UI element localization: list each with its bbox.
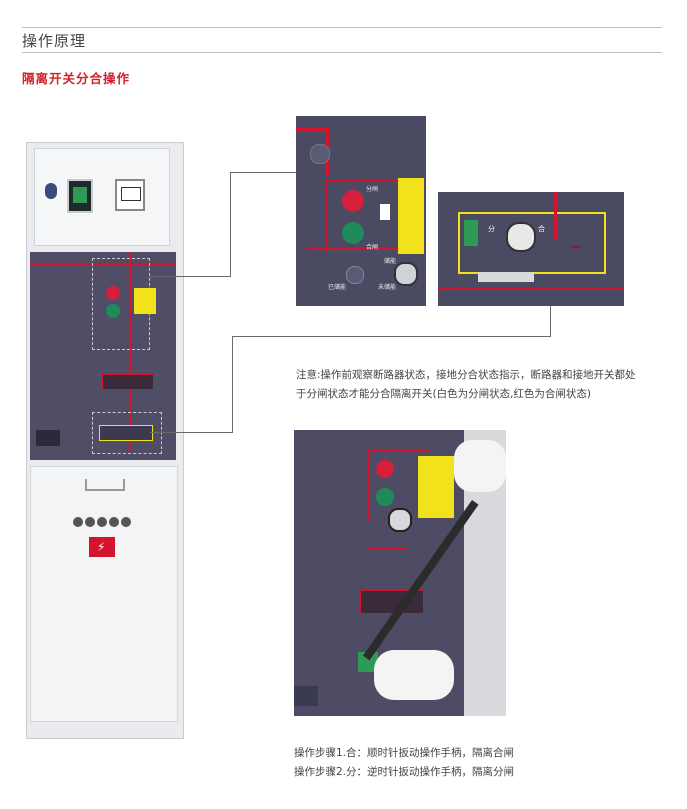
close-button-photo-icon (376, 488, 394, 506)
stored-label: 已储能 (328, 284, 347, 291)
section-title: 隔离开关分合操作 (22, 71, 131, 86)
connector-line-upper-vertical (230, 172, 231, 277)
cabinet-control-panel (30, 252, 176, 460)
connector-line-lower (150, 432, 232, 433)
interlock-bar (478, 272, 534, 282)
warning-sticker-photo (418, 456, 454, 518)
ground-symbol-icon (572, 238, 580, 248)
connector-line-lower-horizontal (232, 336, 550, 337)
meter-display (67, 179, 93, 213)
indicator-block (36, 430, 60, 446)
connector-line-lower-rise (550, 306, 551, 337)
note-line-1: 注意:操作前观察断路器状态，接地分合状态指示，断路器和接地开关都处 (296, 369, 636, 381)
open-label: 分闸 (366, 186, 379, 193)
warning-sticker (398, 178, 424, 254)
breaker-open-button-icon (106, 286, 120, 300)
step-2: 操作步骤2.分：逆时针扳动操作手柄，隔离分闸 (294, 766, 515, 778)
switch-state-indicator (464, 220, 478, 246)
connector-line-upper-tail (230, 172, 296, 173)
switch-indicator-photo (358, 652, 378, 672)
indicator-block-photo (294, 686, 318, 706)
door-handle (85, 479, 125, 491)
operation-steps: 操作步骤1.合：顺时针扳动操作手柄，隔离合闸 操作步骤2.分：逆时针扳动操作手柄… (294, 744, 514, 782)
top-rule (22, 27, 662, 28)
earthing-indicator (102, 374, 154, 390)
high-voltage-warning-icon: ⚡ (89, 537, 115, 557)
page-title: 操作原理 (22, 32, 87, 50)
knob-icon (310, 144, 330, 164)
operation-photo (294, 430, 506, 716)
switch-close-label: 合 (538, 225, 545, 233)
socket-photo-icon (388, 508, 412, 532)
stored-lamp-icon (346, 266, 364, 284)
operating-shaft-socket-icon[interactable] (506, 222, 536, 252)
isolator-switch-closeup: 分 合 (438, 192, 624, 306)
breaker-close-button-icon (106, 304, 120, 318)
open-button-photo-icon (376, 460, 394, 478)
vent-holes (71, 515, 135, 533)
operating-handle (363, 500, 479, 661)
breaker-panel-closeup: 分闸 合闸 储能 已储能 未储能 (296, 116, 426, 306)
gloved-hand-upper (454, 440, 506, 492)
cabinet-instrument-compartment (34, 148, 170, 246)
close-button-icon (342, 222, 364, 244)
detail-highlight-lower (92, 412, 162, 454)
operation-note: 注意:操作前观察断路器状态，接地分合状态指示，断路器和接地开关都处 于分闸状态才… (296, 366, 646, 404)
close-label: 合闸 (366, 244, 379, 251)
open-button-icon (342, 190, 364, 212)
step-1: 操作步骤1.合：顺时针扳动操作手柄，隔离合闸 (294, 747, 515, 759)
energy-storage-label: 储能 (384, 258, 397, 265)
connector-line-upper (150, 276, 230, 277)
note-line-2: 于分闸状态才能分合隔离开关(白色为分闸状态,红色为合闸状态) (296, 388, 592, 400)
header-rule (22, 52, 662, 53)
energy-storage-socket-icon (394, 262, 418, 286)
warning-label (134, 288, 156, 314)
connector-line-lower-vertical (232, 336, 233, 433)
switch-open-label: 分 (488, 225, 495, 233)
not-stored-label: 未储能 (378, 284, 397, 291)
gloved-hand-lower (374, 650, 454, 700)
breaker-state-indicator (380, 204, 390, 220)
indicator-lamp-icon (45, 183, 57, 199)
gauge-meter (115, 179, 145, 211)
cabinet-lower-door: ⚡ (30, 466, 178, 722)
